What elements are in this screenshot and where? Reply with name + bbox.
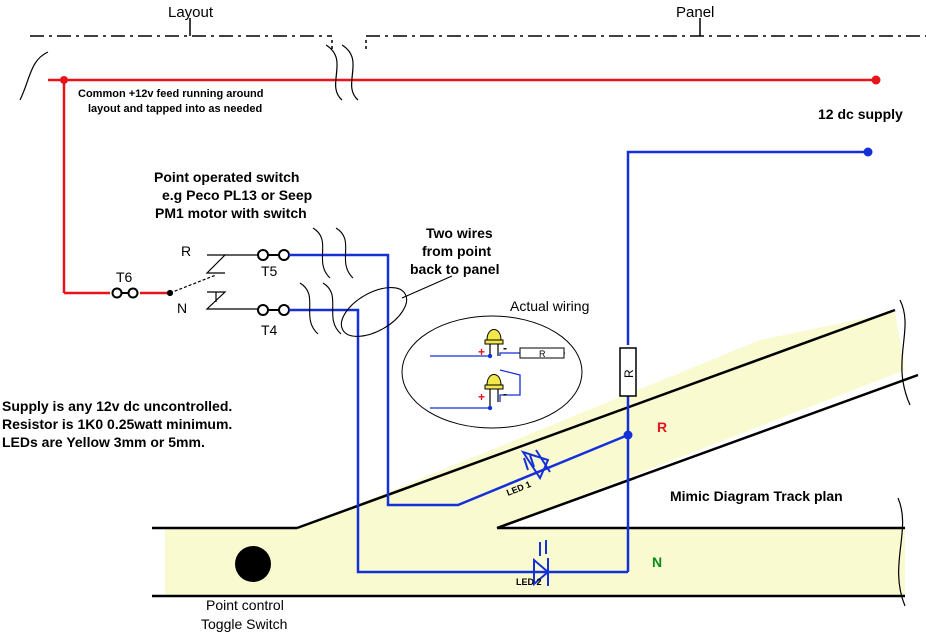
switch-text-line1: Point operated switch — [154, 169, 299, 185]
terminal-t6-label: T6 — [116, 269, 133, 285]
track-plan — [152, 299, 919, 607]
feed-break-middle — [325, 44, 359, 101]
mimic-label: Mimic Diagram Track plan — [670, 488, 843, 504]
inset-led-bottom-icon — [484, 374, 504, 408]
toggle-switch-icon[interactable] — [235, 546, 271, 582]
track-break-right-bottom — [897, 497, 906, 607]
inset-led-top-junction — [487, 353, 493, 359]
actual-wiring-label: Actual wiring — [510, 298, 589, 314]
two-wires-text-line2: from point — [422, 243, 492, 259]
inset-minus-bottom: - — [503, 387, 507, 401]
two-wires-text-line1: Two wires — [426, 225, 493, 241]
notes-line3: LEDs are Yellow 3mm or 5mm. — [2, 434, 205, 450]
toggle-label-line2: Toggle Switch — [201, 616, 287, 632]
led-1-icon — [520, 449, 551, 481]
two-wires-ellipse — [340, 287, 408, 337]
common-feed-wire — [48, 78, 876, 295]
toggle-label-line1: Point control — [206, 597, 284, 613]
section-divider — [30, 18, 926, 52]
supply-label: 12 dc supply — [818, 106, 903, 122]
panel-terminal-dot — [863, 147, 873, 157]
route-n-label: N — [652, 554, 662, 570]
inset-minus-top: - — [503, 341, 507, 355]
inset-plus-top: + — [478, 345, 485, 359]
track-break-right-top — [899, 299, 911, 406]
terminal-t4 — [257, 304, 290, 316]
switch-contact-n: N — [177, 300, 187, 316]
notes-line2: Resistor is 1K0 0.25watt minimum. — [2, 416, 232, 432]
terminal-t5-label: T5 — [261, 263, 278, 279]
point-switch — [166, 254, 258, 310]
led-2-label: LED 2 — [516, 577, 542, 587]
layout-section-title: Layout — [168, 4, 214, 21]
terminal-t5 — [257, 249, 290, 261]
supply-terminal-dot — [871, 75, 881, 85]
common-feed-text-line1: Common +12v feed running around — [78, 88, 264, 100]
two-wires-leader — [401, 275, 453, 299]
wire-break-marks — [299, 227, 354, 335]
terminal-t4-label: T4 — [261, 322, 278, 338]
inset-resistor-label: R — [539, 349, 546, 359]
feed-junction-dot — [60, 76, 68, 84]
switch-text-line3: PM1 motor with switch — [155, 205, 307, 221]
route-r-label: R — [657, 419, 667, 435]
led-2-icon — [533, 540, 550, 587]
track-fill-diverge — [300, 312, 905, 528]
common-feed-text-line2: layout and tapped into as needed — [88, 103, 262, 115]
resistor-label: R — [622, 369, 636, 378]
panel-section-title: Panel — [676, 4, 714, 21]
actual-wiring-inset — [401, 315, 583, 429]
switch-contact-r: R — [181, 243, 191, 259]
inset-plus-bottom: + — [478, 390, 485, 404]
terminal-t6 — [111, 287, 139, 299]
inset-resistor — [519, 347, 565, 359]
resistor — [619, 347, 637, 397]
blue-wiring — [289, 150, 868, 574]
led-junction-dot — [623, 430, 633, 440]
inset-led-bottom-junction — [487, 405, 493, 411]
switch-text-line2: e.g Peco PL13 or Seep — [162, 187, 312, 203]
two-wires-text-line3: back to panel — [410, 261, 499, 277]
track-diverge-upper — [296, 308, 896, 530]
track-diverge-lower — [496, 373, 919, 530]
feed-break-left — [19, 51, 49, 101]
notes-line1: Supply is any 12v dc uncontrolled. — [2, 398, 232, 414]
